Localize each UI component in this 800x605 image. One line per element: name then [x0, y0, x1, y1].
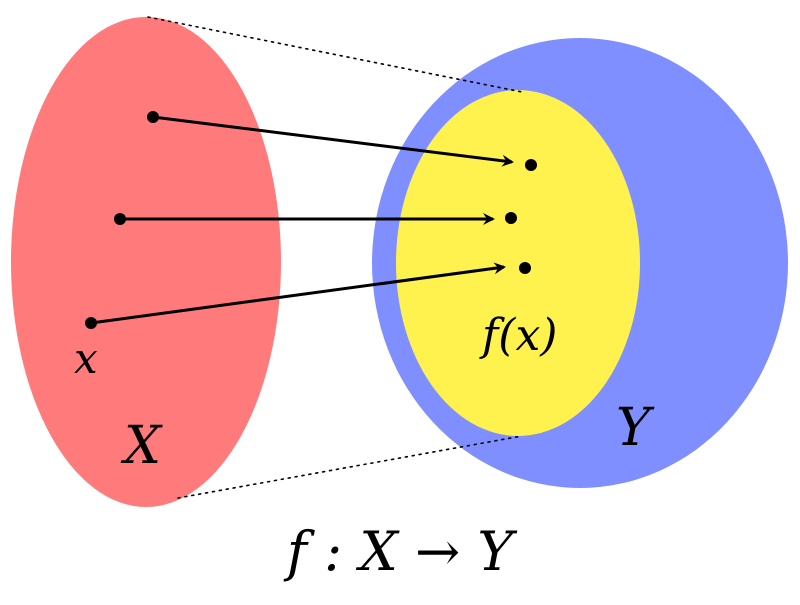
image-label: f(x) — [479, 310, 557, 361]
element-label: x — [74, 334, 98, 383]
function-caption: f : X → Y — [283, 520, 518, 583]
mapping-arrow — [152, 115, 514, 167]
mapping-arrow — [90, 262, 506, 325]
domain-point — [114, 213, 126, 225]
domain-label: X — [120, 416, 163, 476]
image-point-fx — [519, 262, 531, 274]
domain-point — [147, 111, 159, 123]
projection-line-bottom — [177, 435, 523, 499]
image-point — [525, 159, 537, 171]
domain-set-x — [11, 17, 281, 507]
projection-line-top — [147, 16, 523, 93]
domain-point-x — [85, 317, 97, 329]
image-point — [505, 212, 517, 224]
image-set-fx — [396, 90, 640, 436]
codomain-label: Y — [616, 398, 655, 458]
